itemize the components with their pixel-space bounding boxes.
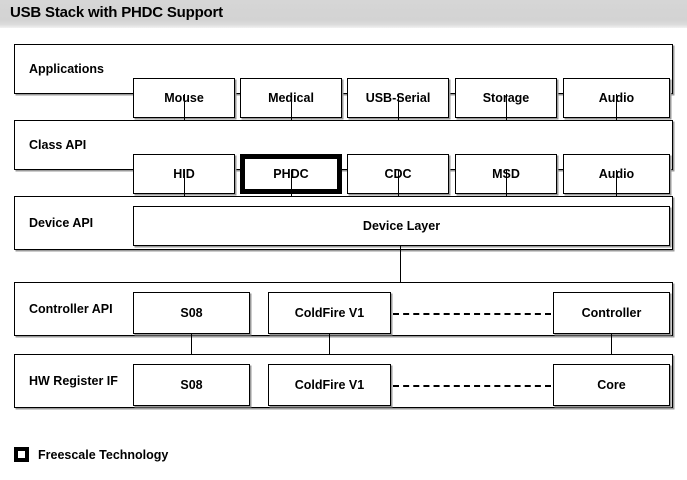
connector-app-to-class-4: [506, 94, 507, 124]
node-label: S08: [180, 306, 203, 320]
connector-ctrl-to-hw-2: [329, 334, 330, 362]
connector-hw-ellipsis: [393, 385, 551, 387]
layer-label-applications: Applications: [29, 62, 105, 76]
layer-label-hw-register-if: HW Register IF: [29, 374, 118, 388]
connector-app-to-class-5: [616, 94, 617, 124]
connector-class-to-device-4: [506, 170, 507, 200]
node-device-layer[interactable]: Device Layer: [133, 206, 670, 246]
node-label: Controller: [581, 306, 642, 320]
node-label: Medical: [268, 91, 314, 105]
node-hw-coldfire-v1[interactable]: ColdFire V1: [268, 364, 391, 406]
node-controller-s08[interactable]: S08: [133, 292, 250, 334]
node-label: ColdFire V1: [294, 306, 365, 320]
page-title: USB Stack with PHDC Support: [10, 4, 223, 21]
node-label: USB-Serial: [366, 91, 431, 105]
node-hw-s08[interactable]: S08: [133, 364, 250, 406]
legend: Freescale Technology: [14, 447, 168, 462]
layer-label-controller-api: Controller API: [29, 302, 113, 316]
connector-class-to-device-2: [291, 170, 292, 200]
connector-ctrl-to-hw-3: [611, 334, 612, 362]
node-label: ColdFire V1: [294, 378, 365, 392]
node-phdc[interactable]: PHDC: [240, 154, 342, 194]
node-label: S08: [180, 378, 203, 392]
connector-controller-ellipsis: [393, 313, 551, 315]
layer-label-class-api: Class API: [29, 138, 87, 152]
node-label: Core: [597, 378, 626, 392]
connector-class-to-device-3: [398, 170, 399, 200]
node-label: Device Layer: [362, 219, 441, 233]
node-storage[interactable]: Storage: [455, 78, 557, 118]
node-controller-generic[interactable]: Controller: [553, 292, 670, 334]
node-hw-core[interactable]: Core: [553, 364, 670, 406]
usb-stack-diagram: Applications Mouse Medical USB-Serial St…: [0, 28, 687, 480]
node-label: Storage: [483, 91, 530, 105]
title-bar: USB Stack with PHDC Support: [0, 0, 687, 28]
freescale-square-icon: [14, 447, 29, 462]
layer-label-device-api: Device API: [29, 216, 94, 230]
connector-device-trunk: [400, 246, 401, 302]
connector-app-to-class-2: [291, 94, 292, 124]
connector-class-to-device-1: [184, 170, 185, 200]
connector-app-to-class-1: [184, 94, 185, 124]
connector-app-to-class-3: [398, 94, 399, 124]
connector-class-to-device-5: [616, 170, 617, 200]
layer-band-applications: Applications: [14, 44, 673, 94]
node-controller-coldfire-v1[interactable]: ColdFire V1: [268, 292, 391, 334]
connector-ctrl-to-hw-1: [191, 334, 192, 362]
legend-label: Freescale Technology: [38, 447, 169, 462]
node-label: PHDC: [273, 167, 308, 181]
